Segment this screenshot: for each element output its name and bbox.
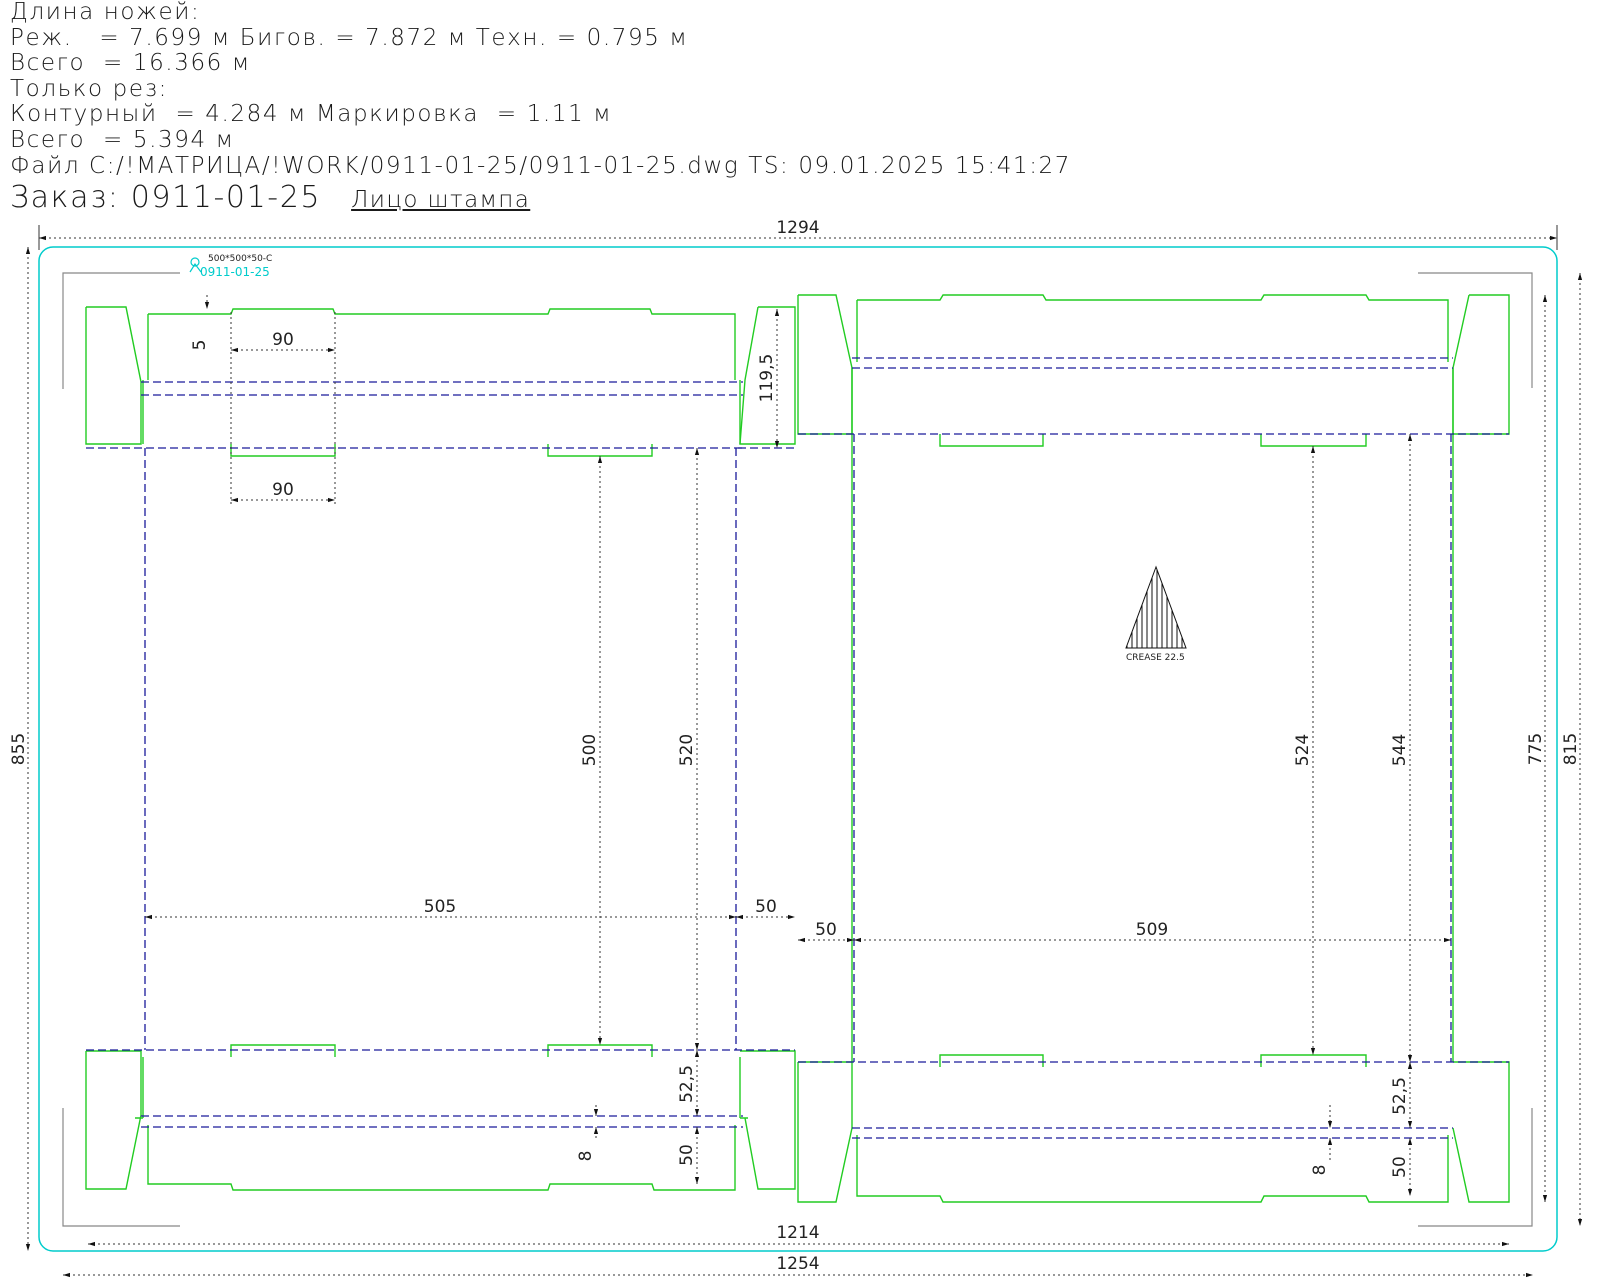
order-line: Заказ: 0911-01-25 Лицо штампа: [10, 180, 1210, 216]
header-block: Длина ножей: Реж. = 7.699 м Бигов. = 7.8…: [10, 0, 1210, 216]
stamp-order: 0911-01-25: [200, 265, 270, 279]
dim-815: 815: [1561, 733, 1581, 765]
dim-524: 524: [1293, 734, 1313, 766]
file-path-line: Файл C:/!МАТРИЦА/!WORK/0911-01-25/0911-0…: [10, 152, 1072, 179]
dim-500: 500: [580, 734, 600, 766]
board-border: [38, 246, 1558, 1252]
dim-90-mid: 90: [272, 480, 294, 500]
dim-52-5-left: 52,5: [677, 1065, 697, 1103]
dim-1214: 1214: [776, 1223, 819, 1243]
dim-544: 544: [1390, 734, 1410, 766]
dim-52-5-right: 52,5: [1390, 1077, 1410, 1115]
dim-855: 855: [9, 733, 29, 765]
dimension-lines: [25, 225, 1583, 1278]
dim-90-top: 90: [272, 330, 294, 350]
stamp-mark: 500*500*50-С 0911-01-25: [189, 254, 272, 279]
dimension-texts: 1294 1214 1254 855 775 815 5 90 90 119,5…: [9, 218, 1581, 1274]
total2-line: Всего = 5.394 м: [10, 126, 235, 153]
left-panel-crease: [86, 381, 795, 1128]
dim-50-b: 50: [815, 920, 837, 940]
right-panel-crease: [798, 357, 1509, 1139]
dim-509: 509: [1136, 920, 1168, 940]
dim-8-left: 8: [576, 1151, 596, 1162]
dim-520: 520: [677, 734, 697, 766]
crease-label: CREASE 22.5: [1126, 653, 1185, 663]
dim-50-left-bottom: 50: [677, 1144, 697, 1166]
right-panel-cut: [797, 294, 1510, 1203]
dim-505: 505: [424, 897, 456, 917]
stamp-icon: [190, 257, 200, 267]
contour-marking-line: Контурный = 4.284 м Маркировка = 1.11 м: [10, 101, 613, 128]
dim-50-right-bottom: 50: [1390, 1156, 1410, 1178]
dim-5: 5: [190, 340, 210, 351]
order-number: Заказ: 0911-01-25: [10, 180, 322, 216]
dim-775: 775: [1526, 733, 1546, 765]
cut-only-title: Только рез:: [10, 75, 168, 102]
face-label: Лицо штампа: [351, 187, 531, 214]
dim-50-a: 50: [755, 897, 777, 917]
stamp-text: 500*500*50-С: [208, 254, 272, 264]
dim-1294: 1294: [776, 218, 819, 238]
knife-length-title: Длина ножей:: [10, 0, 201, 25]
cut-crease-tech-line: Реж. = 7.699 м Бигов. = 7.872 м Техн. = …: [10, 24, 689, 51]
dim-119-5: 119,5: [757, 354, 777, 403]
dim-8-right: 8: [1310, 1165, 1330, 1176]
left-panel-cut: [85, 306, 796, 1191]
crease-symbol: CREASE 22.5: [1125, 565, 1187, 663]
total-line: Всего = 16.366 м: [10, 50, 251, 77]
dim-1254: 1254: [776, 1254, 819, 1274]
corner-marks: [62, 272, 1533, 1227]
